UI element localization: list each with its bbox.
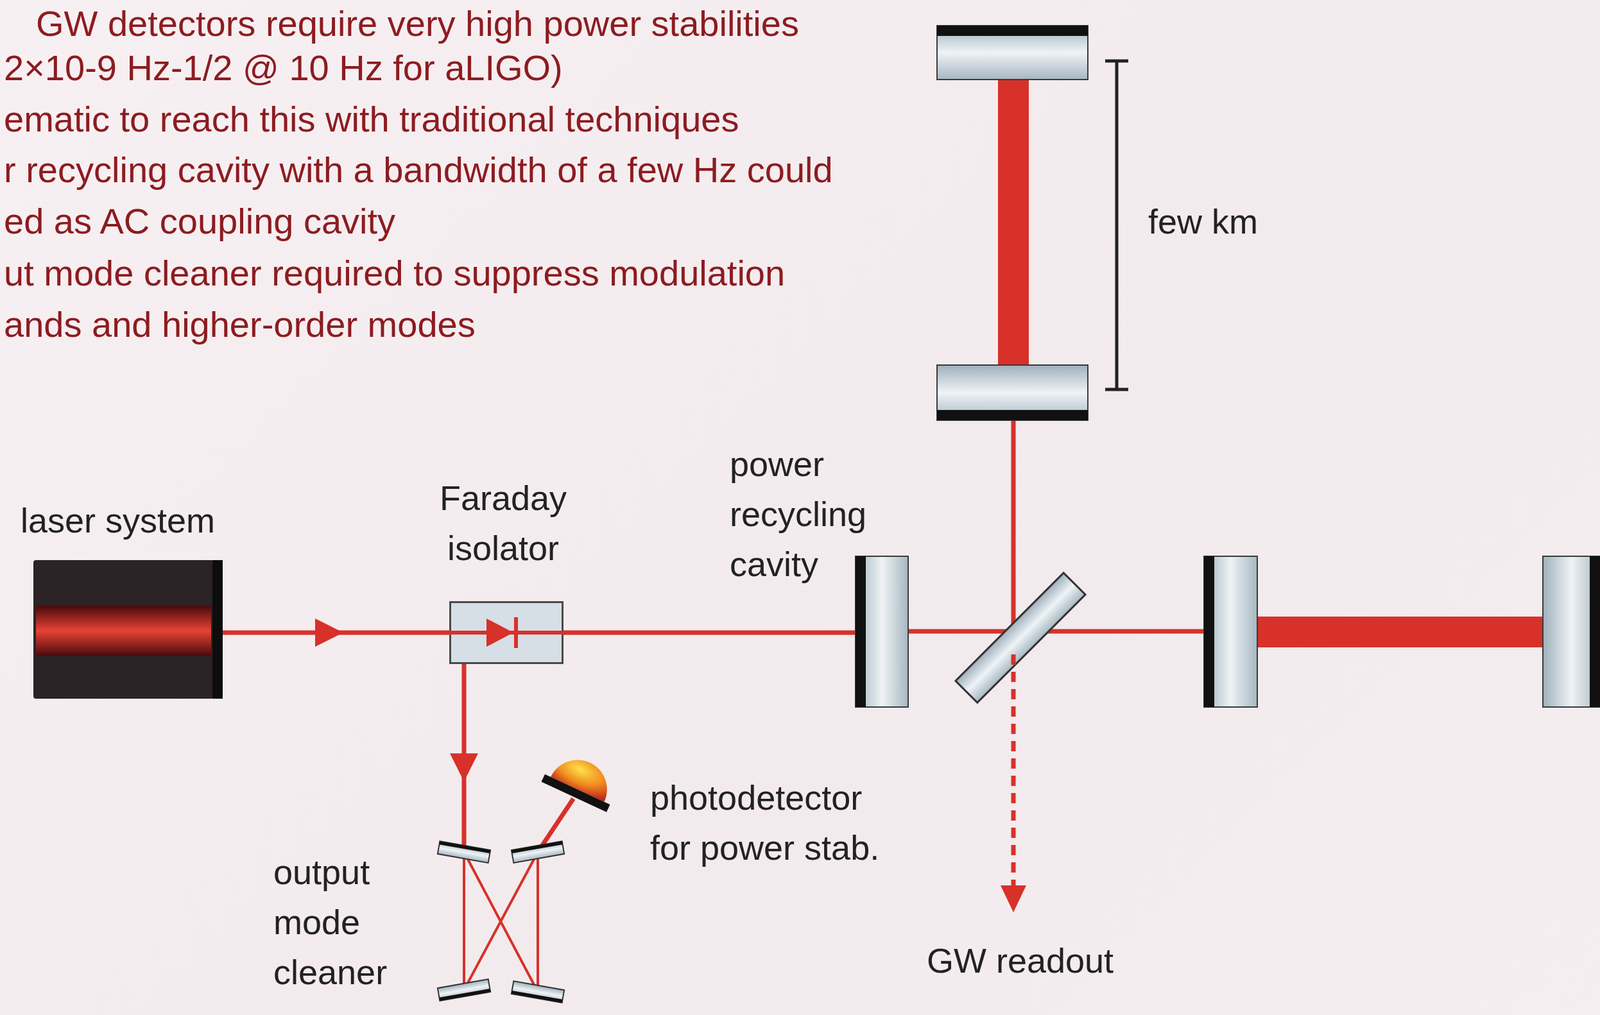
detector-base <box>541 774 611 813</box>
faraday-isolator-box: Faraday isolator <box>439 473 567 665</box>
laser-beam-glow <box>35 605 212 656</box>
laser-box-shape <box>33 560 223 699</box>
cavity-mirror <box>437 841 491 864</box>
recycling-mirror: power recycling cavity <box>729 438 909 708</box>
mirror-coating <box>1204 556 1215 708</box>
mirror-coating <box>511 990 563 1004</box>
note-line: ematic to reach this with traditional te… <box>3 98 739 141</box>
beam-splitter <box>955 573 1086 703</box>
readout-arrowhead <box>1000 885 1027 913</box>
mode-cleaner-shape <box>436 836 567 1011</box>
mirror-glass <box>855 556 909 708</box>
node-label: Faraday isolator <box>439 473 567 574</box>
note-line: GW detectors require very high power sta… <box>35 2 800 45</box>
end-mirror <box>937 25 1088 80</box>
dimension-label: few km <box>1148 200 1258 243</box>
faraday-isolator-box-shape <box>449 601 564 665</box>
mirror-glass <box>937 365 1088 421</box>
output-label: GW readout <box>926 939 1114 982</box>
mirror-coating <box>937 25 1088 36</box>
beam-connector <box>563 630 856 636</box>
node-label: laser system <box>20 495 216 546</box>
laser-box: laser system <box>20 495 223 699</box>
mirror-glass <box>1204 556 1258 708</box>
node-label: output mode cleaner <box>273 847 388 998</box>
note-line: ut mode cleaner required to suppress mod… <box>3 252 785 295</box>
arm-beam <box>1254 616 1547 648</box>
mirror-coating <box>438 989 491 1002</box>
mirror-coating <box>1589 556 1600 708</box>
mirror-coating <box>511 841 563 854</box>
photodetector-shape <box>535 749 618 827</box>
recycling-mirror-drawing <box>855 556 909 708</box>
cavity-mirror <box>437 979 491 1002</box>
note-line: ed as AC coupling cavity <box>3 200 396 243</box>
arm-mirror <box>937 365 1088 421</box>
photodetector-drawing <box>535 749 618 827</box>
beam-line <box>904 629 1207 635</box>
cavity-beam <box>464 852 538 993</box>
laser-housing <box>33 560 214 699</box>
arm-mirror <box>1204 556 1258 708</box>
end-mirror <box>1542 556 1600 708</box>
mode-cleaner: output mode cleaner <box>273 836 567 1011</box>
recycling-mirror-shape <box>855 556 909 708</box>
dimension-tick <box>1105 388 1129 392</box>
mirror-coating <box>855 556 866 708</box>
cavity-beam <box>464 852 538 991</box>
faraday-isolator-box-drawing <box>449 601 564 665</box>
note-line: ands and higher-order modes <box>3 303 476 346</box>
mirror-glass <box>937 25 1088 80</box>
node-label: power recycling cavity <box>729 438 867 590</box>
node-label: photodetector for power stab. <box>650 772 895 873</box>
diode-symbol <box>486 618 514 647</box>
mode-cleaner-drawing <box>436 836 567 1011</box>
photodetector: photodetector for power stab. <box>535 749 895 873</box>
cavity-mirror <box>511 981 565 1004</box>
laser-end-cap <box>212 560 223 699</box>
cavity-beam <box>462 852 466 991</box>
dimension-bracket <box>1115 60 1119 390</box>
splitter-glass <box>955 573 1086 703</box>
beam-line <box>1011 417 1016 632</box>
dimension-tick <box>1105 59 1129 63</box>
note-line: r recycling cavity with a bandwidth of a… <box>3 148 834 192</box>
mirror-glass <box>1542 556 1600 708</box>
note-line: 2×10-9 Hz-1/2 @ 10 Hz for aLIGO) <box>3 46 563 90</box>
cavity-mirror <box>511 841 565 864</box>
beam-connector <box>461 664 466 853</box>
beam-connector <box>222 630 450 636</box>
diode-bar <box>514 617 518 649</box>
cavity-beam <box>536 852 540 993</box>
readout-beam <box>1011 654 1016 889</box>
arm-beam <box>997 77 1029 368</box>
mirror-coating <box>438 841 491 854</box>
laser-box-drawing <box>33 560 223 699</box>
mirror-coating <box>937 410 1088 421</box>
